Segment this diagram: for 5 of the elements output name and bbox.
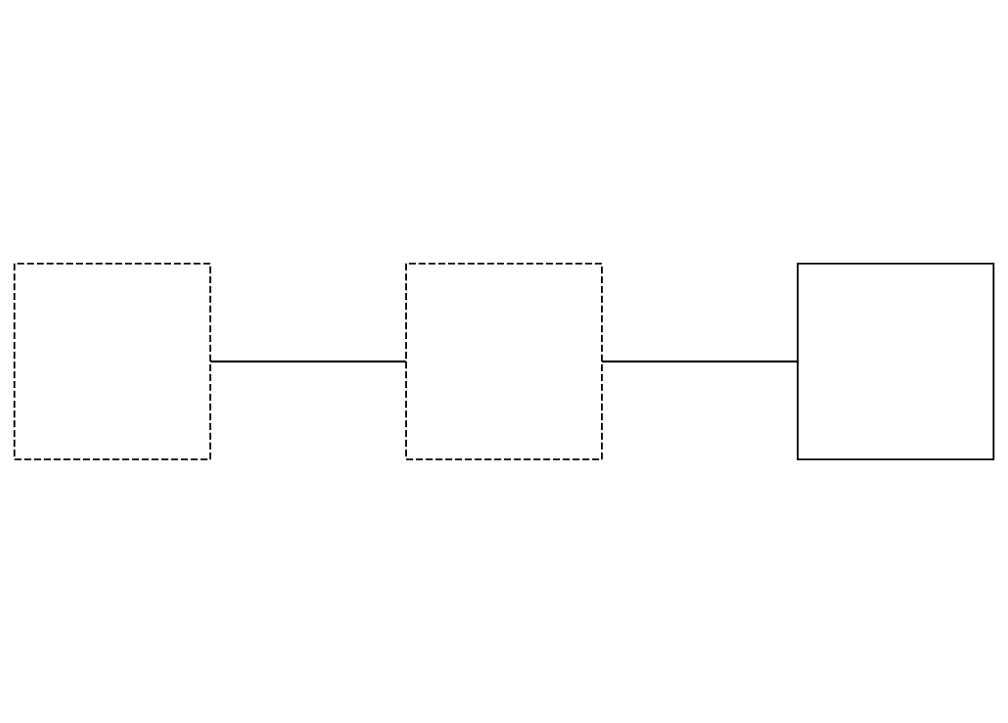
connector bbox=[209, 360, 407, 363]
node-box bbox=[13, 262, 212, 461]
connector bbox=[601, 360, 799, 363]
node-box bbox=[405, 262, 603, 461]
node-box bbox=[796, 262, 995, 461]
